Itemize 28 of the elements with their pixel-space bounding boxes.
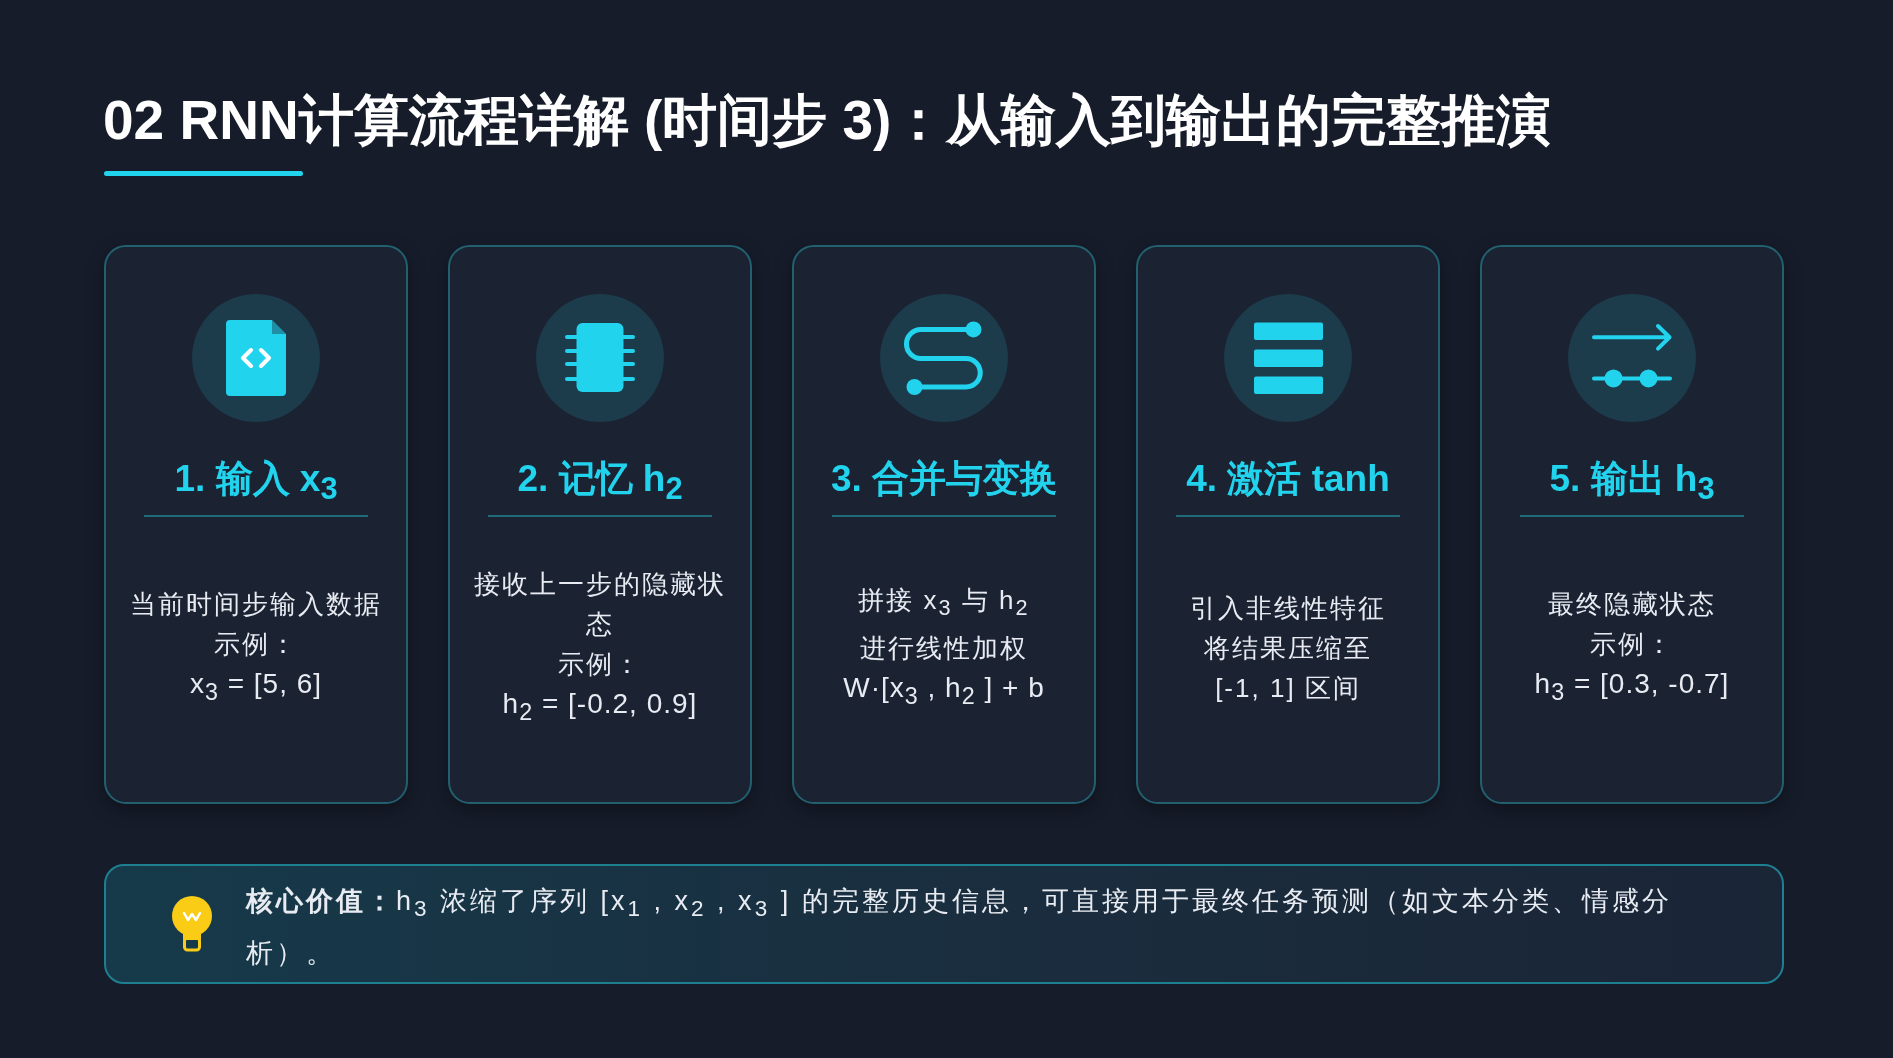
description-text: 接收上一步的隐藏状态 bbox=[474, 568, 726, 642]
description-text: 当前时间步输入数据 bbox=[130, 588, 382, 622]
formula-text: W·[x$_{3}$ , h$_{2}$ ] + b bbox=[843, 671, 1045, 711]
description-text: 最终隐藏状态 bbox=[1548, 588, 1716, 622]
step-card bbox=[448, 245, 752, 804]
step-card bbox=[104, 245, 408, 804]
example-label: 示例： bbox=[558, 648, 642, 682]
step-title: 5. 输出 h$_{3}$ bbox=[1549, 457, 1715, 509]
description-text: 拼接 x$_{3}$ 与 h$_{2}$ bbox=[858, 584, 1030, 623]
description-text: 进行线性加权 bbox=[860, 632, 1028, 666]
step-title: 4. 激活 tanh bbox=[1186, 457, 1390, 501]
step-title: 3. 合并与变换 bbox=[830, 457, 1058, 501]
example-label: 示例： bbox=[1590, 628, 1674, 662]
note-panel bbox=[104, 864, 1784, 984]
description-text: 引入非线性特征 bbox=[1190, 592, 1386, 625]
note-text: 核心价值：h$_{3}$ 浓缩了序列 [x$_{1}$ , x$_{2}$ , x$_{3}$ ] 的完整历史信息，可直接用于最终任务预测（如文本分类、情感分析）。 bbox=[246, 885, 1673, 971]
description-text: 将结果压缩至 bbox=[1204, 632, 1372, 665]
step-title: 2. 记忆 h$_{2}$ bbox=[517, 457, 683, 509]
example-label: 示例： bbox=[214, 628, 298, 662]
formula-text: h$_{2}$ = [-0.2, 0.9] bbox=[502, 687, 698, 727]
step-card bbox=[1136, 245, 1440, 804]
formula-text: x$_{3}$ = [5, 6] bbox=[189, 667, 323, 707]
page-title: 02 RNN计算流程详解 (时间步 3)：从输入到输出的完整推演 bbox=[103, 88, 1552, 153]
step-card bbox=[1480, 245, 1784, 804]
step-title: 1. 输入 x$_{3}$ bbox=[174, 457, 338, 509]
step-card bbox=[792, 245, 1096, 804]
formula-text: h$_{3}$ = [0.3, -0.7] bbox=[1534, 667, 1730, 707]
description-text: [-1, 1] 区间 bbox=[1215, 672, 1361, 705]
